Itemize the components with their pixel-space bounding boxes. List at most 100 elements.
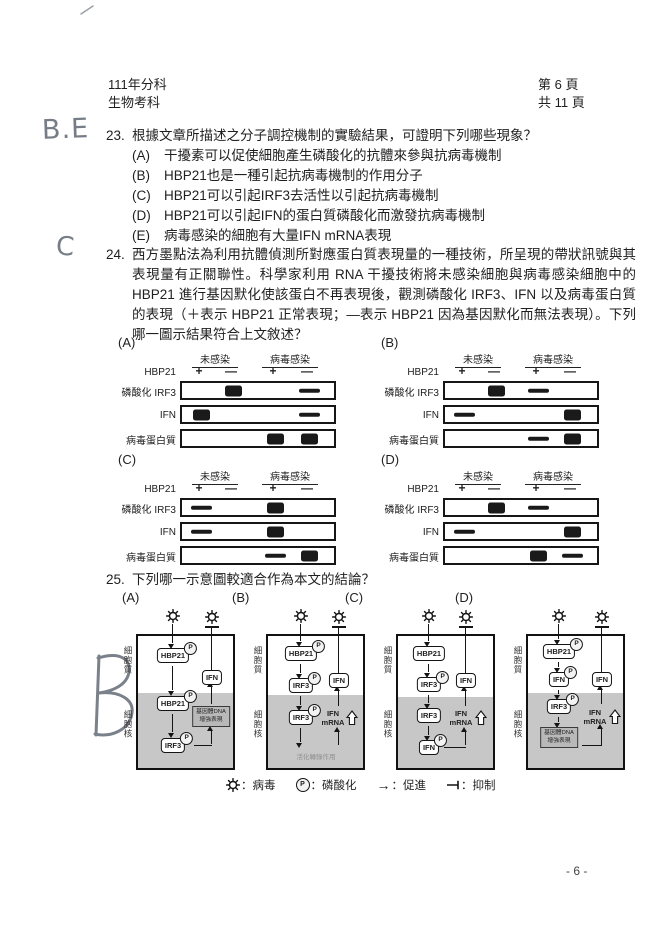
blot-a-signs: + — + — bbox=[180, 364, 337, 379]
q23-option-b: (B) HBP21也是一種引起抗病毒機制的作用分子 bbox=[106, 166, 638, 186]
group-infected: 病毒感染 bbox=[262, 351, 318, 368]
phospho-badge: P bbox=[308, 704, 322, 717]
phospho-badge: P bbox=[564, 666, 578, 679]
q23-option-d-label: (D) bbox=[132, 208, 151, 223]
promote-arrow bbox=[296, 664, 303, 679]
group-infected: 病毒感染 bbox=[262, 468, 318, 485]
protein-band bbox=[266, 526, 284, 537]
q25-label-c: (C) bbox=[345, 590, 364, 605]
protein-band bbox=[453, 529, 475, 534]
legend-promote-label: ：促進 bbox=[391, 780, 427, 792]
protein-band bbox=[527, 436, 549, 441]
nucleus-label: 細胞核 bbox=[253, 710, 263, 739]
q24-panel-a: (A) 未感染 病毒感染 HBP21 + — + — 磷酸化 IRF3 IFN bbox=[112, 336, 357, 451]
group-infected: 病毒感染 bbox=[525, 468, 581, 485]
blot-c-row-viral bbox=[180, 546, 336, 565]
promote-arrow bbox=[207, 681, 214, 704]
promote-arrow bbox=[461, 685, 468, 706]
row-label-ifn: IFN bbox=[422, 526, 439, 538]
promote-arrow bbox=[168, 624, 175, 649]
sign-plus: + bbox=[458, 364, 466, 378]
nucleus-label: 細胞核 bbox=[513, 710, 523, 739]
q25-label-d: (D) bbox=[455, 590, 474, 605]
q23-option-a-text: 干擾素可以促使細胞產生磷酸化的抗體來參與抗病毒機制 bbox=[164, 148, 502, 163]
q23-stem: 根據文章所描述之分子調控機制的實驗結果，可證明下列哪些現象？ bbox=[132, 128, 537, 143]
inhibit-line bbox=[338, 626, 339, 673]
page-number: 第 6 頁 bbox=[538, 77, 579, 92]
q24-panel-d-label: (D) bbox=[381, 452, 400, 467]
footer-page-number: - 6 - bbox=[566, 864, 588, 878]
protein-band bbox=[563, 526, 581, 537]
virus-icon bbox=[205, 610, 219, 624]
sign-minus: — bbox=[225, 364, 237, 378]
legend-promote: → ：促進 bbox=[377, 777, 427, 793]
protein-band bbox=[300, 433, 318, 444]
handwritten-answer-q25 bbox=[93, 654, 134, 737]
protein-band bbox=[266, 502, 284, 513]
sign-minus: — bbox=[301, 481, 313, 495]
protein-band bbox=[298, 388, 320, 393]
inhibit-line bbox=[601, 626, 602, 672]
increase-arrow-icon bbox=[609, 709, 621, 725]
inhibit-line bbox=[465, 626, 466, 673]
header-right: 第 6 頁 共 11 頁 bbox=[538, 76, 585, 112]
header-left: 111年分科 生物考科 bbox=[108, 76, 167, 112]
row-label-viral: 病毒蛋白質 bbox=[389, 435, 439, 447]
blot-hbp21-label: HBP21 bbox=[407, 484, 439, 495]
promote-arrow bbox=[168, 666, 175, 696]
sign-plus: + bbox=[532, 364, 540, 378]
western-blot-a: 未感染 病毒感染 HBP21 + — + — 磷酸化 IRF3 IFN 病毒蛋白… bbox=[112, 351, 357, 451]
q23-option-d: (D) HBP21可以引起IFN的蛋白質磷酸化而激發抗病毒機制 bbox=[106, 206, 638, 226]
virus-icon bbox=[595, 610, 609, 624]
promote-arrow bbox=[334, 726, 341, 745]
node-ifn: IFN bbox=[328, 673, 350, 688]
connector bbox=[444, 747, 466, 748]
virus-icon bbox=[294, 609, 308, 623]
protein-band bbox=[487, 502, 505, 513]
inhibit-tbar bbox=[459, 626, 473, 628]
inhibit-tbar bbox=[595, 626, 609, 628]
q23-option-e: (E) 病毒感染的細胞有大量IFN mRNA表現 bbox=[106, 226, 638, 246]
q23-option-a: (A) 干擾素可以促使細胞產生磷酸化的抗體來參與抗病毒機制 bbox=[106, 146, 638, 166]
exam-year: 111年分科 bbox=[108, 77, 167, 92]
cytoplasm-label: 細胞質 bbox=[383, 646, 393, 675]
blot-a-groups: 未感染 病毒感染 bbox=[180, 351, 337, 368]
nucleus-region bbox=[398, 697, 493, 768]
blot-d-row-ifn bbox=[443, 522, 599, 541]
promote-arrow bbox=[168, 714, 175, 738]
exam-subject: 生物考科 bbox=[108, 95, 161, 110]
q24-panel-a-label: (A) bbox=[118, 335, 136, 350]
virus-icon bbox=[332, 610, 346, 624]
phospho-badge: P bbox=[184, 690, 198, 703]
protein-band bbox=[453, 412, 475, 417]
row-label-viral: 病毒蛋白質 bbox=[126, 552, 176, 564]
question-24: 24. 西方墨點法為利用抗體偵測所對應蛋白質表現量的一種技術，所呈現的帶狀訊號與… bbox=[106, 245, 636, 345]
q24-number: 24. bbox=[106, 247, 125, 262]
handwritten-answer-q23: B.E bbox=[41, 113, 90, 146]
stray-pencil-mark bbox=[80, 5, 94, 15]
promote-arrow bbox=[334, 685, 341, 706]
nucleus-label: 細胞核 bbox=[123, 710, 133, 739]
sign-plus: + bbox=[195, 364, 203, 378]
sign-minus: — bbox=[564, 364, 576, 378]
group-uninfected: 未感染 bbox=[192, 468, 238, 485]
nucleus-label: 細胞核 bbox=[383, 710, 393, 739]
phospho-badge: P bbox=[566, 693, 580, 706]
blot-a-row-ifn bbox=[180, 405, 336, 424]
sign-plus: + bbox=[269, 364, 277, 378]
blot-hbp21-label: HBP21 bbox=[144, 367, 176, 378]
protein-band bbox=[190, 505, 212, 510]
